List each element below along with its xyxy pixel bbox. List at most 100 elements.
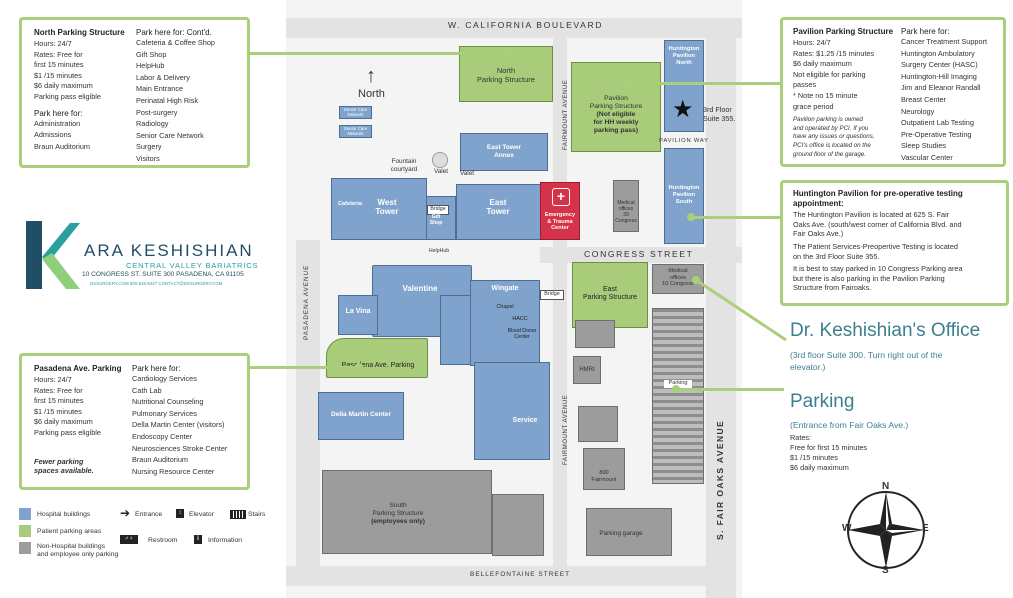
- bridge-label-1: Bridge: [427, 205, 449, 215]
- pavilion-hours: Hours: 24/7: [793, 38, 831, 47]
- pavilion-park-item: Jim and Eleanor Randall: [901, 83, 981, 93]
- north-cont-item: Cafeteria & Coffee Shop: [136, 38, 215, 47]
- preop-p3-2: but there is also parking in the Pavilio…: [793, 273, 945, 283]
- huntington-pavilion-north: [664, 40, 704, 132]
- parking-title: Parking: [790, 391, 855, 412]
- pasadena-rates-1: Rates: Free for: [34, 385, 83, 395]
- wingate-label: Wingate: [491, 285, 519, 292]
- compass-rose-icon: [847, 491, 925, 569]
- gift-shop-connector: [426, 196, 456, 240]
- pavilion-park-item: Breast Center: [901, 94, 947, 104]
- pasadena-ave-parking: [326, 338, 428, 378]
- pavilion-parking-structure: [571, 62, 661, 152]
- pavilion-italic-5: ground floor of the garage.: [793, 150, 866, 158]
- street-california-blvd: W. CALIFORNIA BOULEVARD: [448, 20, 604, 30]
- pavilion-rates-2: $6 daily maximum: [793, 59, 852, 69]
- la-vina-building: [338, 295, 378, 335]
- road-congress-st: [540, 247, 742, 263]
- senior-care-network-1: [339, 106, 372, 119]
- preop-p3-3: Structure from Fairoaks.: [793, 283, 872, 293]
- pasadena-park-item: Neurosciences Stroke Center: [132, 443, 228, 453]
- leader-pasadena-dot: [355, 363, 363, 371]
- logo-contact: DSSURGERY.COM 800-816-6447 CONTACT@DSSUR…: [90, 281, 223, 286]
- pavilion-park-item: Vascular Center: [901, 152, 953, 162]
- street-fair-oaks: S. FAIR OAKS AVENUE: [715, 419, 725, 540]
- parking-sub: (Entrance from Fair Oaks Ave.): [790, 420, 909, 430]
- pavilion-note-2: grace period: [793, 101, 834, 111]
- panel-pavilion-parking: Pavilion Parking Structure Hours: 24/7 R…: [780, 17, 1006, 167]
- north-cont-item: Main Entrance: [136, 84, 184, 94]
- north-panel-title: North Parking Structure: [34, 28, 125, 37]
- logo-name: ARA KESHISHIAN: [84, 241, 254, 260]
- south-parking-annex: [492, 494, 544, 556]
- valet-label-1: Valet: [433, 168, 449, 175]
- north-park-item: Braun Auditorium: [34, 141, 90, 151]
- panel-north-parking: North Parking Structure Hours: 24/7 Rate…: [19, 17, 250, 168]
- north-cont-item: Post-surgery: [136, 107, 178, 117]
- pavilion-park-item: Neurology: [901, 106, 935, 116]
- hmri-building: [573, 356, 601, 384]
- pasadena-rates-2: first 15 minutes: [34, 396, 84, 406]
- compass-w: W: [842, 523, 852, 534]
- pavilion-park-item: Outpatient Lab Testing: [901, 118, 974, 128]
- pasadena-park-item: Nutritional Counseling: [132, 397, 204, 407]
- road-bellefontaine: [286, 566, 706, 586]
- road-pasadena-ave: [296, 240, 320, 580]
- office-title: Dr. Keshishian's Office: [790, 320, 981, 341]
- pasadena-parking-label: Pasadena Ave. Parking: [341, 362, 415, 369]
- parking-vertical-label: Parking: [664, 380, 692, 388]
- leader-pavilion: [626, 82, 781, 85]
- restroom-icon: ♂♀: [120, 535, 138, 544]
- legend-restroom-label: Restroom: [148, 537, 178, 544]
- pasadena-park-item: Braun Auditorium: [132, 455, 188, 465]
- north-cont-title: Park here for: Cont'd.: [136, 28, 212, 37]
- north-cont-item: Visitors: [136, 153, 160, 163]
- preop-p1-2: Oaks Ave. (south/west corner of Californ…: [793, 219, 962, 229]
- medical-offices-39-congress: [613, 180, 639, 232]
- north-park-here: Park here for:: [34, 108, 83, 118]
- legend-stairs-label: Stairs: [248, 511, 266, 518]
- south-parking-structure: [322, 470, 492, 554]
- fairmount-800: [583, 448, 625, 490]
- fountain-icon: [432, 152, 448, 168]
- pasadena-fewer-1: Fewer parking: [34, 456, 84, 466]
- legend-nonhosp-swatch: [19, 542, 31, 554]
- bridge-label-2: Bridge: [540, 290, 564, 300]
- della-martin-label: Della Martin Center: [330, 411, 392, 418]
- north-cont-item: Radiology: [136, 119, 169, 129]
- pavilion-park-item: Huntington-Hill Imaging: [901, 71, 977, 81]
- pasadena-park-item: Nursing Resource Center: [132, 466, 215, 476]
- logo-sub: CENTRAL VALLEY BARIATRICS: [126, 261, 259, 270]
- pavilion-park-item: Sleep Studies: [901, 141, 947, 151]
- north-rates-3: $1 /15 minutes: [34, 70, 82, 80]
- preop-p3-1: It is best to stay parked in 10 Congress…: [793, 264, 963, 274]
- north-cont-item: Gift Shop: [136, 49, 167, 59]
- pasadena-rates-4: $6 daily maximum: [34, 417, 93, 427]
- legend-patient-label: Patient parking areas: [37, 528, 102, 535]
- legend-patient-swatch: [19, 525, 31, 537]
- office-sub: (3rd floor Suite 300. Turn right out of …: [790, 350, 943, 372]
- gray-block-b: [578, 406, 618, 442]
- north-arrow-icon: ↑: [366, 65, 376, 87]
- information-icon: i: [194, 535, 202, 544]
- pasadena-hours: Hours: 24/7: [34, 375, 72, 384]
- leader-pavilion-dot: [622, 79, 630, 87]
- pavilion-park-item: Surgery Center (HASC): [901, 60, 978, 70]
- pavilion-rates-4: passes: [793, 80, 817, 90]
- valentine-label: Valentine: [402, 284, 438, 293]
- north-cont-item: HelpHub: [136, 61, 165, 71]
- entrance-icon: ➔: [120, 506, 131, 520]
- pasadena-rates-3: $1 /15 minutes: [34, 406, 82, 416]
- compass-e: E: [922, 523, 929, 534]
